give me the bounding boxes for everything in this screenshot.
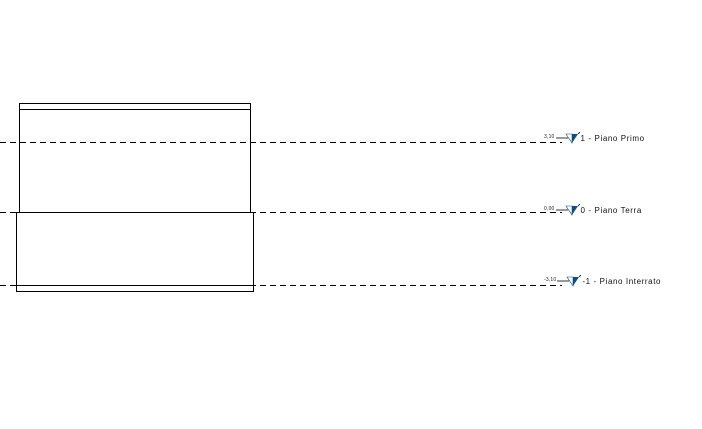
level-tag-interrato[interactable]: -3,10 -1 - Piano Interrato [544, 273, 661, 289]
level-elevation: 0,00 [544, 206, 555, 212]
level-head-icon [555, 204, 580, 216]
level-elevation: 3,10 [544, 134, 555, 140]
ground-floor-wall[interactable] [16, 212, 254, 292]
level-name[interactable]: 0 - Piano Terra [580, 205, 642, 215]
level-head-icon [555, 132, 580, 144]
level-tag-primo[interactable]: 3,10 1 - Piano Primo [544, 130, 645, 146]
upper-floor-wall[interactable] [19, 109, 251, 213]
level-name[interactable]: -1 - Piano Interrato [582, 276, 662, 286]
level-elevation: -3,10 [544, 277, 557, 283]
level-tag-terra[interactable]: 0,00 0 - Piano Terra [544, 202, 642, 218]
level-lines [0, 142, 562, 286]
roof-parapet[interactable] [19, 103, 251, 110]
level-head-icon [557, 275, 582, 287]
building-section[interactable] [16, 103, 254, 292]
level-name[interactable]: 1 - Piano Primo [580, 133, 645, 143]
